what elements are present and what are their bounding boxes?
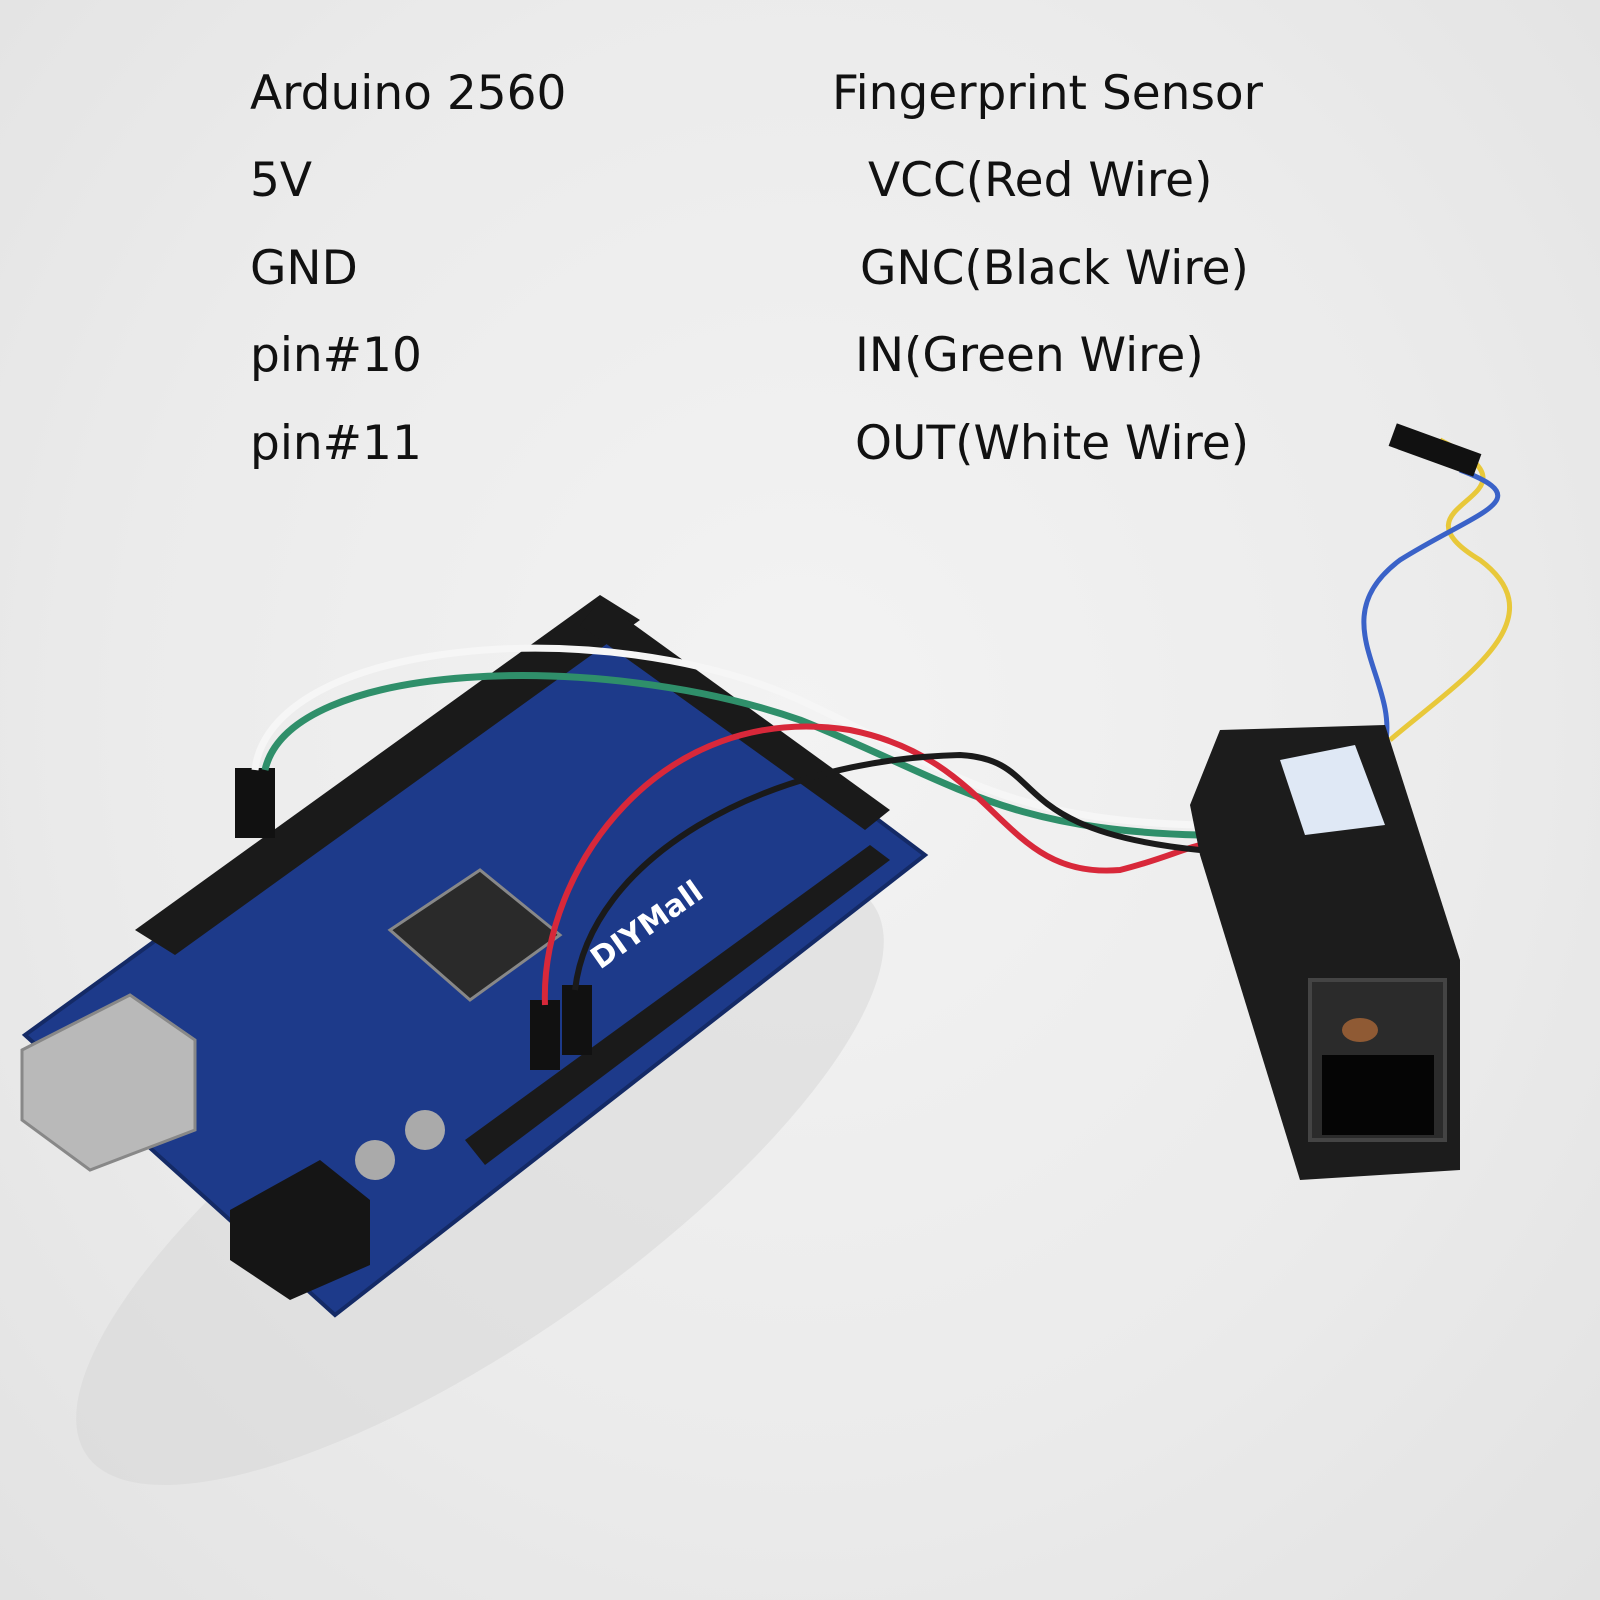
arduino-pin-11: pin#11 [250, 416, 422, 471]
sensor-label-sticker [1280, 745, 1385, 835]
capacitor [405, 1110, 445, 1150]
sensor-glass [1322, 1055, 1434, 1135]
black-wire [572, 751, 1201, 991]
header-top [135, 595, 640, 955]
white-wire [251, 644, 1201, 829]
pin-connector [1388, 423, 1482, 477]
green-wire [261, 672, 1201, 839]
microcontroller-chip [387, 868, 563, 1002]
arduino-pin-5v: 5V [250, 153, 313, 208]
jumper-connector [235, 768, 275, 838]
usb-port [20, 993, 197, 1172]
red-wire [541, 723, 1201, 1006]
sensor-led [1342, 1018, 1378, 1042]
arduino-title: Arduino 2560 [250, 66, 567, 121]
blue-wire [1361, 467, 1501, 746]
sensor-pin-out: OUT(White Wire) [855, 416, 1250, 471]
dc-jack [230, 1160, 370, 1300]
sensor-pin-vcc: VCC(Red Wire) [868, 153, 1213, 208]
arduino-pin-gnd: GND [250, 241, 358, 296]
sensor-pin-in: IN(Green Wire) [855, 328, 1204, 383]
sensor-title: Fingerprint Sensor [832, 66, 1264, 121]
capacitor [355, 1140, 395, 1180]
header-bottom [465, 845, 890, 1165]
sensor-pin-gnd: GNC(Black Wire) [860, 241, 1249, 296]
jumper-connector [562, 985, 592, 1055]
arduino-pin-10: pin#10 [250, 328, 422, 383]
jumper-connector [530, 1000, 560, 1070]
